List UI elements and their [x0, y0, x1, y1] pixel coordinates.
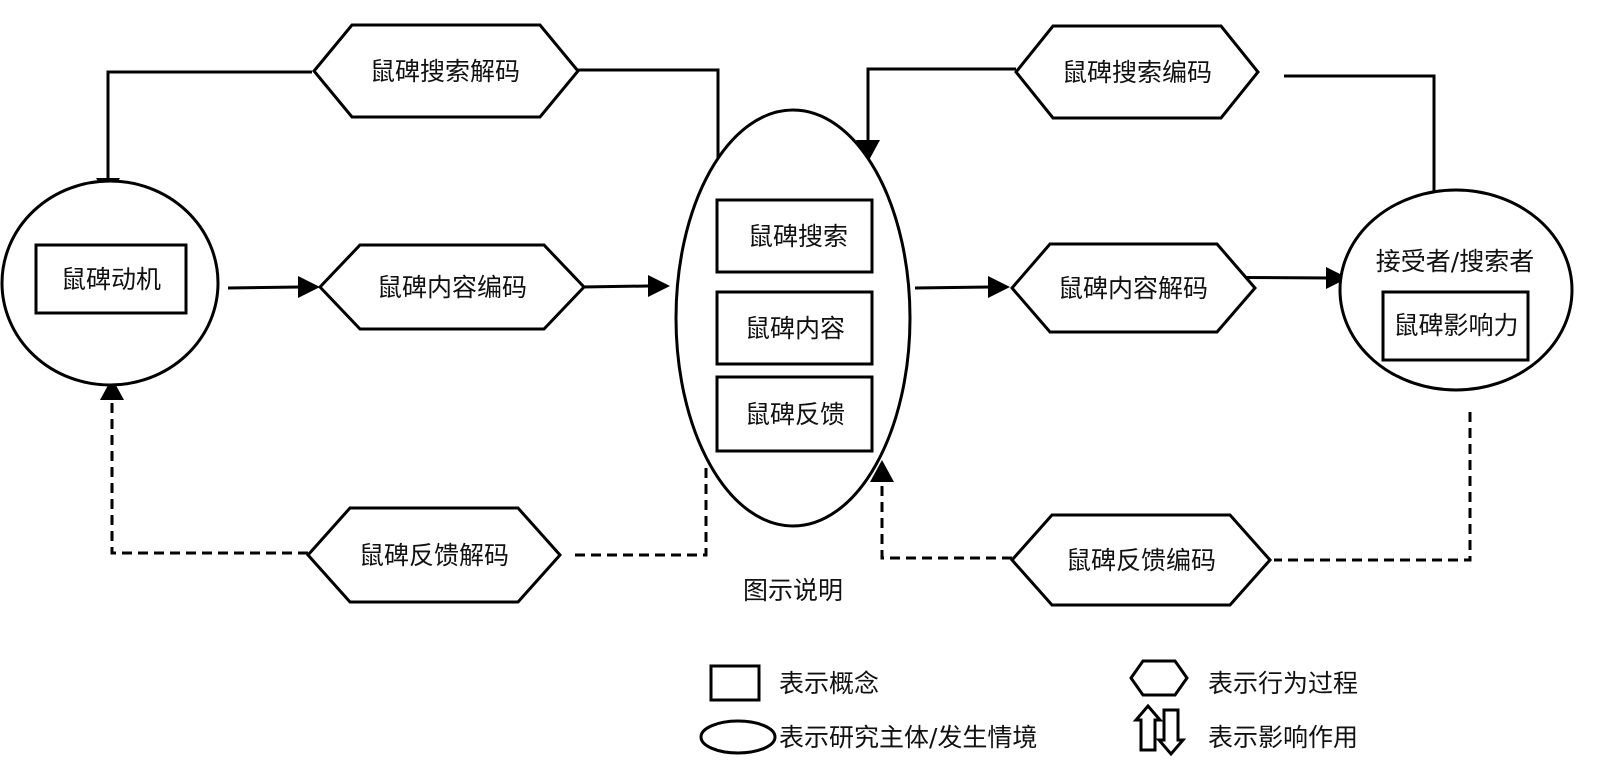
feedback-encode-label: 鼠碑反馈编码 [1066, 546, 1216, 575]
feedback-concept-label: 鼠碑反馈 [745, 400, 845, 429]
receiver-context: 接受者/搜索者 鼠碑影响力 [1338, 188, 1574, 392]
connector-content-encode-to-platform [581, 284, 649, 289]
search-concept-box [715, 198, 874, 274]
connector-platform-to-content-decode [914, 285, 991, 290]
connector-feedback-decode-to-motivation [110, 400, 308, 555]
search-concept-label: 鼠碑搜索 [748, 222, 848, 251]
connector-motivation-to-content-encode [227, 285, 301, 290]
content-encode-label: 鼠碑内容编码 [377, 273, 527, 302]
process-feedback-decode: 鼠碑反馈解码 [305, 506, 563, 604]
search-encode-label: 鼠碑搜索编码 [1062, 58, 1212, 87]
platform-context: 鼠碑搜索 鼠碑内容 鼠碑反馈 [674, 108, 912, 528]
influence-concept-label: 鼠碑影响力 [1393, 311, 1518, 340]
process-search-encode: 鼠碑搜索编码 [1014, 24, 1260, 120]
search-decode-label: 鼠碑搜索解码 [370, 57, 520, 86]
legend-label-process: 表示行为过程 [1208, 669, 1358, 698]
process-search-decode: 鼠碑搜索解码 [312, 23, 580, 119]
connector-receiver-to-search-encode [1284, 74, 1436, 194]
arrow-into-receiver [1326, 267, 1348, 289]
motivation-context: 鼠碑动机 [0, 179, 220, 387]
content-decode-label: 鼠碑内容解码 [1058, 274, 1208, 303]
connector-search-encode-to-platform [866, 67, 1016, 140]
connector-platform-to-search-decode [578, 68, 720, 162]
legend: 图示说明 表示概念 表示行为过程 表示研究主体/发生情境 表示影响作用 [699, 576, 1358, 757]
arrow-feedback-into-motivation [100, 378, 124, 400]
arrow-into-platform-top [856, 140, 880, 162]
process-content-encode: 鼠碑内容编码 [317, 243, 587, 331]
connector-receiver-to-feedback-encode [1274, 412, 1472, 562]
connector-platform-to-feedback-decode [570, 468, 708, 557]
content-concept-label: 鼠碑内容 [745, 314, 845, 343]
process-feedback-encode: 鼠碑反馈编码 [1009, 513, 1273, 607]
legend-double-arrow-icon [1132, 703, 1187, 757]
process-content-decode: 鼠碑内容解码 [1010, 242, 1257, 334]
arrow-into-content-encode [298, 276, 320, 298]
feedback-decode-label: 鼠碑反馈解码 [359, 541, 509, 570]
feedback-concept-box [715, 375, 874, 453]
motivation-concept-label: 鼠碑动机 [61, 265, 161, 294]
motivation-concept-box [34, 243, 188, 315]
legend-title: 图示说明 [743, 576, 843, 605]
legend-ellipse-icon [699, 719, 777, 755]
legend-label-concept: 表示概念 [779, 669, 879, 698]
legend-rectangle-icon [709, 664, 761, 702]
arrow-into-content-decode [988, 276, 1010, 298]
content-concept-box [715, 290, 874, 366]
receiver-title: 接受者/搜索者 [1376, 247, 1534, 276]
connector-search-decode-to-motivation [106, 70, 312, 178]
legend-label-influence: 表示影响作用 [1208, 723, 1358, 752]
connector-feedback-encode-to-platform [880, 482, 1012, 560]
arrow-into-platform-left [648, 275, 670, 297]
legend-label-subject: 表示研究主体/发生情境 [779, 723, 1037, 752]
influence-concept-box [1381, 290, 1530, 362]
arrow-feedback-into-platform [870, 460, 894, 482]
legend-hexagon-icon [1129, 659, 1189, 697]
